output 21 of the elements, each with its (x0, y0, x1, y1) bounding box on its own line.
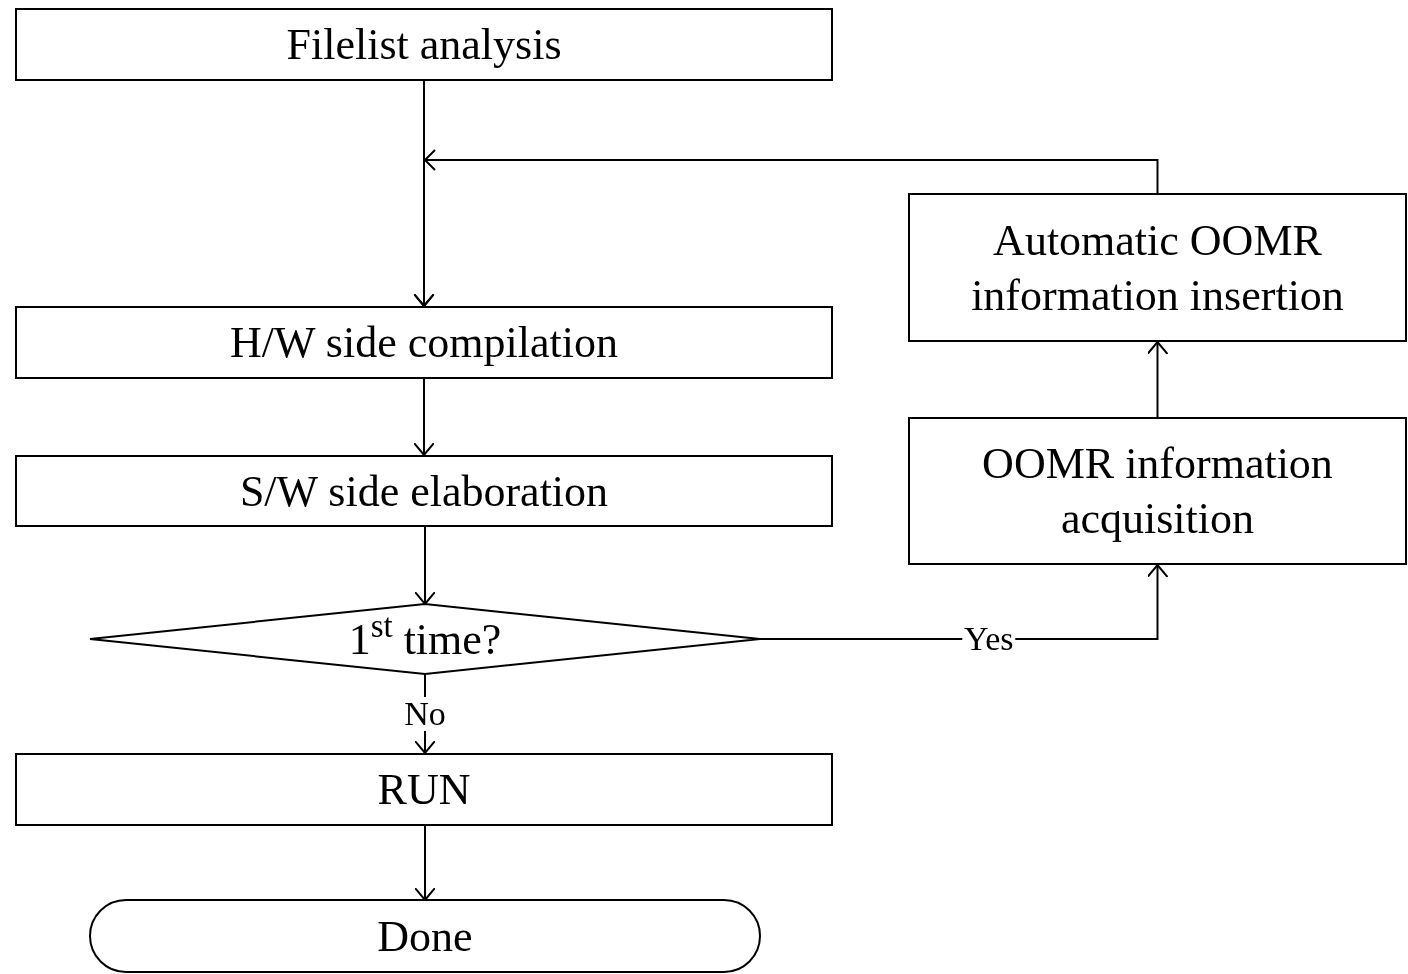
arrow (414, 825, 436, 901)
process-box (15, 753, 833, 826)
arrow (413, 149, 1159, 307)
node-label: Automatic OOMR information insertion (970, 214, 1345, 322)
arrow (759, 564, 1169, 640)
process-box (15, 455, 833, 527)
process-box (908, 417, 1407, 565)
node-label: S/W side elaboration (239, 465, 609, 518)
node-label: Filelist analysis (286, 19, 562, 71)
arrow (1146, 341, 1169, 418)
node-label: RUN (377, 764, 471, 816)
arrow (413, 378, 435, 456)
process-box (15, 306, 833, 379)
edge-label: No (402, 696, 448, 731)
node-label: H/W side compilation (230, 317, 618, 369)
node-label: Done (377, 910, 473, 963)
process-box (15, 8, 833, 81)
process-box (908, 193, 1407, 342)
node-label: 1$^{st}$ time? (348, 611, 502, 666)
node-label: OOMR information acquisition (981, 438, 1334, 545)
arrow (414, 526, 436, 605)
